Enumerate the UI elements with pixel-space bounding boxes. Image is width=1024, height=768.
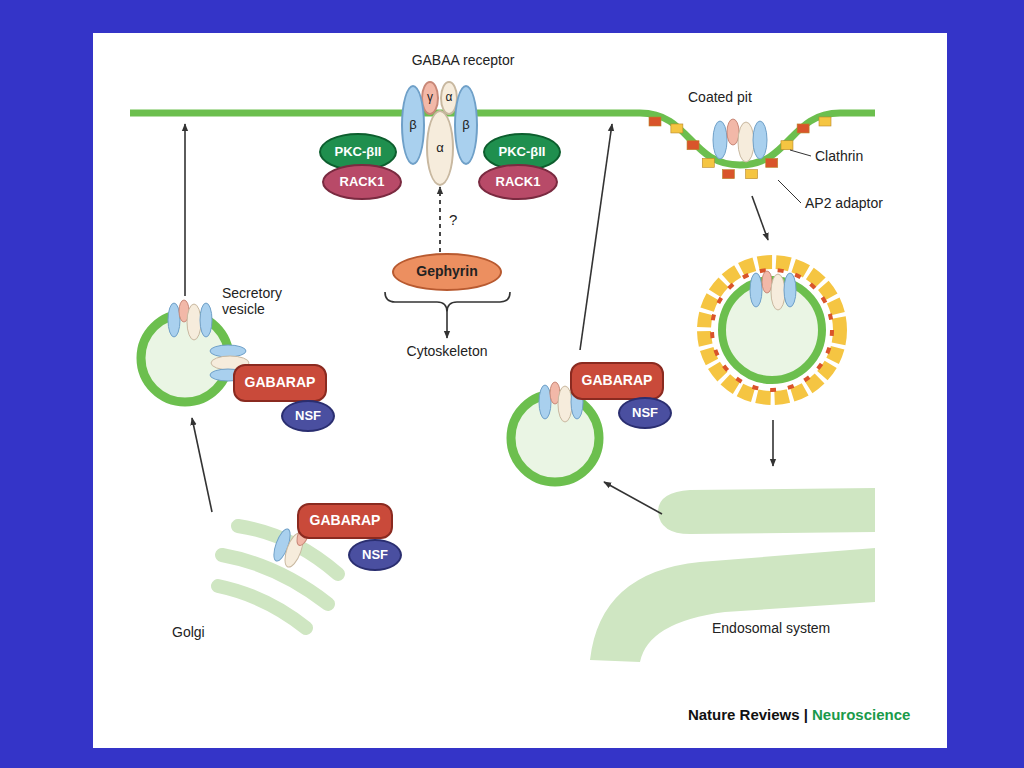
node-text: PKC-βII: [499, 145, 546, 159]
drawing-part: [738, 122, 754, 162]
drawing-part: [168, 303, 180, 337]
gephyrin-ellipse: Gephyrin: [392, 253, 502, 291]
credit-text: Nature Reviews |: [688, 706, 808, 723]
drawing-part: [713, 121, 727, 159]
drawing-part: [771, 274, 785, 310]
node-text: GABARAP: [310, 513, 381, 528]
node-text: GABARAP: [582, 373, 653, 388]
drawing-part: [200, 303, 212, 337]
gabarap-box: GABARAP: [297, 503, 393, 539]
clathrin-unit: [797, 124, 809, 133]
drawing-part: [658, 488, 875, 534]
subunit-beta: β: [454, 85, 478, 165]
drawing-part: [192, 418, 212, 512]
drawing-part: [187, 304, 201, 340]
part-label: GABAA receptor: [412, 52, 515, 68]
part-label: Endosomal system: [712, 620, 830, 636]
node-text: PKC-βII: [335, 145, 382, 159]
drawing-part: [772, 420, 774, 466]
drawing-part: [727, 119, 739, 145]
clathrin-unit: [671, 124, 683, 133]
coated-vesicle: [704, 262, 840, 398]
drawing-part: [218, 586, 306, 628]
node-text: α: [436, 141, 444, 155]
drawing-part: [704, 262, 840, 398]
drawing-part: [210, 345, 246, 357]
traffic-arrow: [185, 124, 773, 514]
node-text: RACK1: [340, 175, 385, 189]
leader-line: [790, 150, 811, 156]
endosome: [590, 488, 875, 662]
drawing-part: [784, 273, 796, 307]
node-text: NSF: [362, 548, 388, 562]
drawing-part: [590, 548, 875, 662]
subunit-alpha: α: [426, 110, 454, 186]
part-label: Secretory vesicle: [222, 285, 297, 317]
node-text: γ: [427, 91, 433, 104]
golgi: [218, 526, 338, 628]
part-label: AP2 adaptor: [805, 195, 883, 211]
nsf-ellipse: NSF: [618, 397, 672, 429]
drawing-part: [752, 196, 768, 240]
part-label: Cytoskeleton: [407, 343, 488, 359]
scaffold-ellipse: RACK1: [322, 164, 402, 200]
node-text: Gephyrin: [416, 264, 477, 279]
clathrin-unit: [649, 117, 661, 126]
node-text: NSF: [632, 406, 658, 420]
leader-line: [778, 180, 801, 203]
clathrin-unit: [819, 117, 831, 126]
drawing-part: [580, 124, 612, 350]
node-text: NSF: [295, 409, 321, 423]
pit-receptor: [713, 119, 767, 162]
drawing-part: [539, 385, 551, 419]
node-text: GABARAP: [245, 375, 316, 390]
clathrin-unit: [687, 141, 699, 150]
edge-label: ?: [447, 211, 459, 228]
credit-text: Neuroscience: [812, 706, 910, 723]
nsf-ellipse: NSF: [348, 539, 402, 571]
nsf-ellipse: NSF: [281, 400, 335, 432]
drawing-part: [712, 270, 832, 390]
drawing-part: [604, 482, 662, 514]
brace: [385, 292, 510, 312]
part-label: Coated pit: [688, 89, 752, 105]
node-text: β: [409, 118, 416, 132]
drawing-part: [750, 273, 762, 307]
gabarap-box: GABARAP: [570, 362, 664, 400]
drawing-part: [511, 394, 599, 482]
brace-arrow: [446, 312, 448, 338]
subunit-beta: β: [401, 85, 425, 165]
gabarap-box: GABARAP: [233, 364, 327, 402]
part-label: Golgi: [172, 624, 205, 640]
part-label: Clathrin: [815, 148, 863, 164]
node-text: α: [446, 91, 453, 104]
node-text: β: [462, 118, 469, 132]
clathrin-unit: [722, 170, 734, 179]
clathrin-unit: [781, 141, 793, 150]
pit-curve: [655, 121, 825, 175]
drawing-part: [184, 124, 186, 296]
clathrin-unit: [766, 158, 778, 167]
clathrin-unit: [746, 170, 758, 179]
node-text: RACK1: [496, 175, 541, 189]
clathrin-coat: [649, 117, 831, 179]
drawing-part: [762, 271, 772, 293]
dashed-connector: [439, 187, 441, 252]
clathrin-unit: [702, 158, 714, 167]
scaffold-ellipse: RACK1: [478, 164, 558, 200]
drawing-part: [753, 121, 767, 159]
